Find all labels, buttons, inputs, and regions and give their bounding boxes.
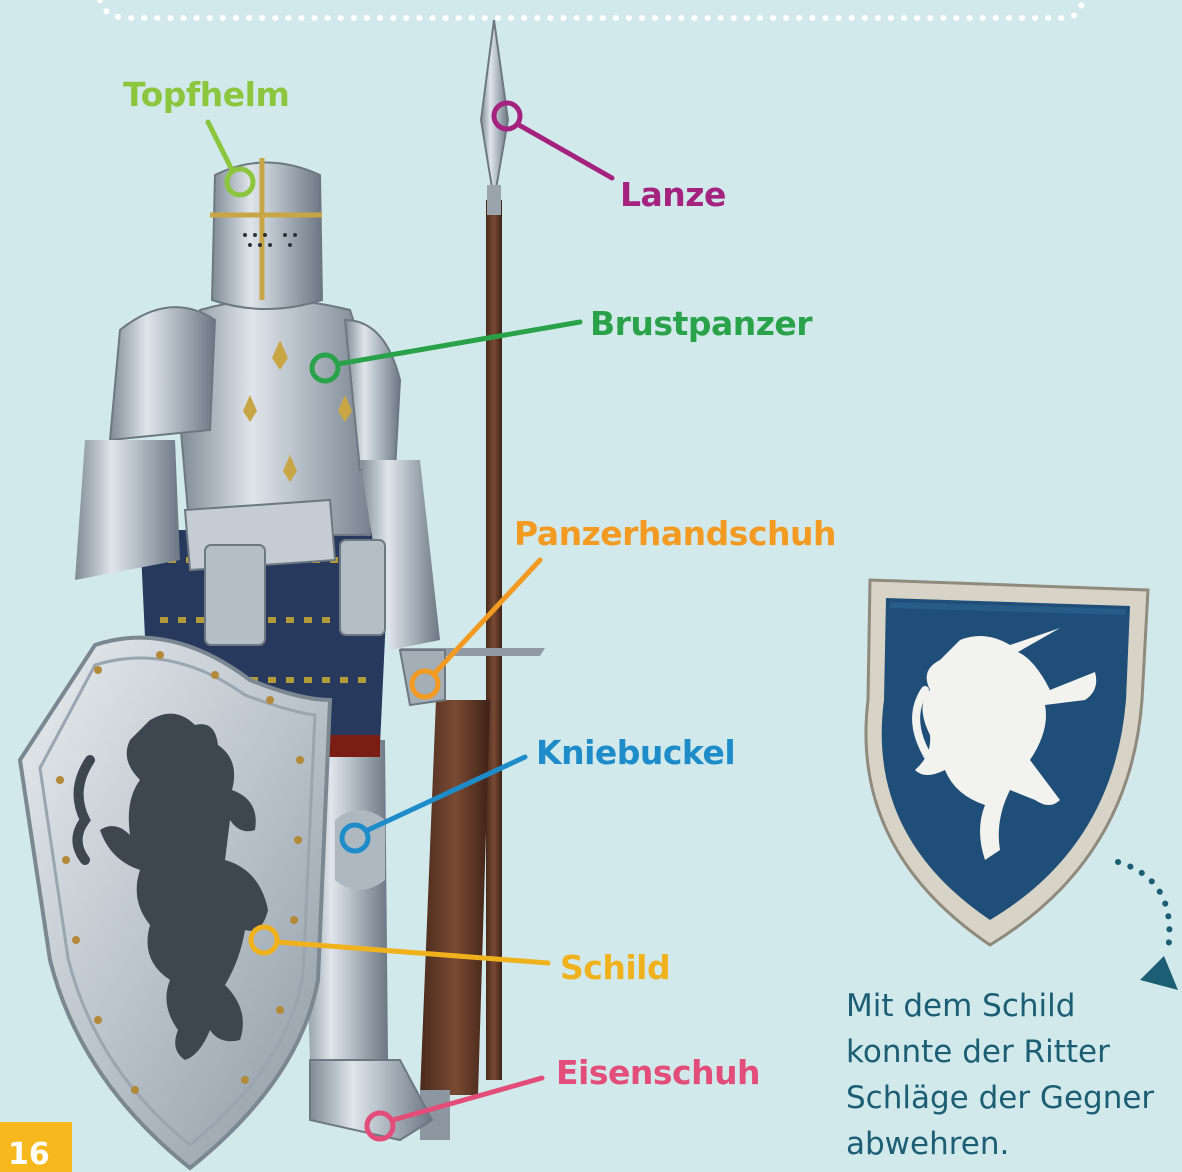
dotted-frame — [100, 0, 1082, 18]
label-lanze: Lanze — [620, 175, 726, 214]
knight-armor-photo — [20, 20, 545, 1168]
leader-lanze — [494, 103, 612, 178]
caption-line: Mit dem Schild — [846, 983, 1176, 1029]
caption-line: abwehren. — [846, 1121, 1176, 1167]
caption-line: Schläge der Gegner — [846, 1075, 1176, 1121]
label-panzerhandschuh: Panzerhandschuh — [514, 514, 836, 553]
label-brustpanzer: Brustpanzer — [590, 304, 812, 343]
label-schild: Schild — [560, 948, 670, 987]
page-number: 16 — [0, 1122, 72, 1172]
shield-caption: Mit dem Schild konnte der Ritter Schläge… — [846, 983, 1176, 1167]
caption-line: konnte der Ritter — [846, 1029, 1176, 1075]
unicorn-shield-photo — [866, 580, 1148, 945]
label-topfhelm: Topfhelm — [123, 75, 289, 114]
dotted-arrow — [1118, 862, 1178, 990]
label-eisenschuh: Eisenschuh — [556, 1053, 760, 1092]
label-kniebuckel: Kniebuckel — [536, 733, 735, 772]
